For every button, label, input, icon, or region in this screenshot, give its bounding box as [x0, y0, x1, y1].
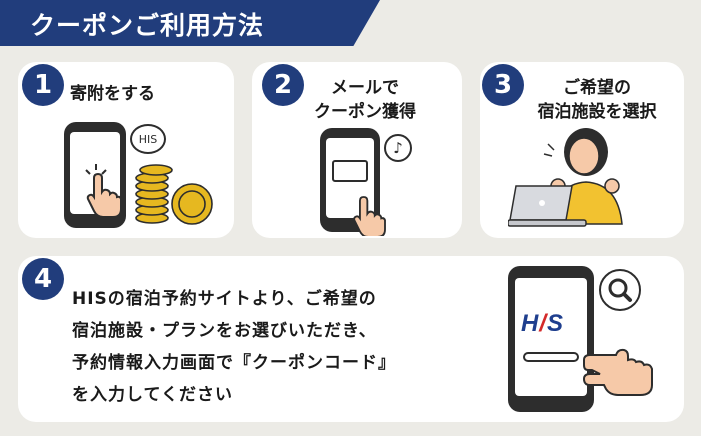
- person-with-laptop-icon: [508, 128, 623, 227]
- step-4-line-2: 宿泊施設・プランをお選びいただき、: [72, 321, 377, 341]
- step-4-line-3: 予約情報入力画面で『クーポンコード』: [72, 353, 396, 373]
- step-2-number: 2: [262, 64, 304, 106]
- tap-hand-icon: [353, 196, 386, 236]
- tap-hand-icon: [582, 348, 653, 396]
- music-note-icon: ♪: [384, 134, 412, 162]
- page-title: クーポンご利用方法: [30, 11, 265, 40]
- step-2-text: メールで クーポン獲得: [314, 78, 416, 122]
- search-magnifier-icon: [599, 269, 641, 311]
- step-3-number: 3: [482, 64, 524, 106]
- step-3-text: ご希望の 宿泊施設を選択: [537, 78, 657, 122]
- step-1-text: 寄附をする: [70, 84, 155, 104]
- smartphone-icon: H/S: [508, 266, 594, 412]
- his-speech-bubble: HIS: [130, 124, 166, 154]
- tap-hand-icon: [85, 164, 122, 216]
- step-4-number: 4: [22, 258, 64, 300]
- step-4-line-4: を入力してください: [72, 385, 233, 405]
- step-4-line-1: HISの宿泊予約サイトより、ご希望の: [72, 289, 377, 309]
- title-banner: [0, 0, 380, 46]
- coins-icon: [135, 164, 213, 225]
- his-logo: H/S: [521, 310, 565, 337]
- step-1-number: 1: [22, 64, 64, 106]
